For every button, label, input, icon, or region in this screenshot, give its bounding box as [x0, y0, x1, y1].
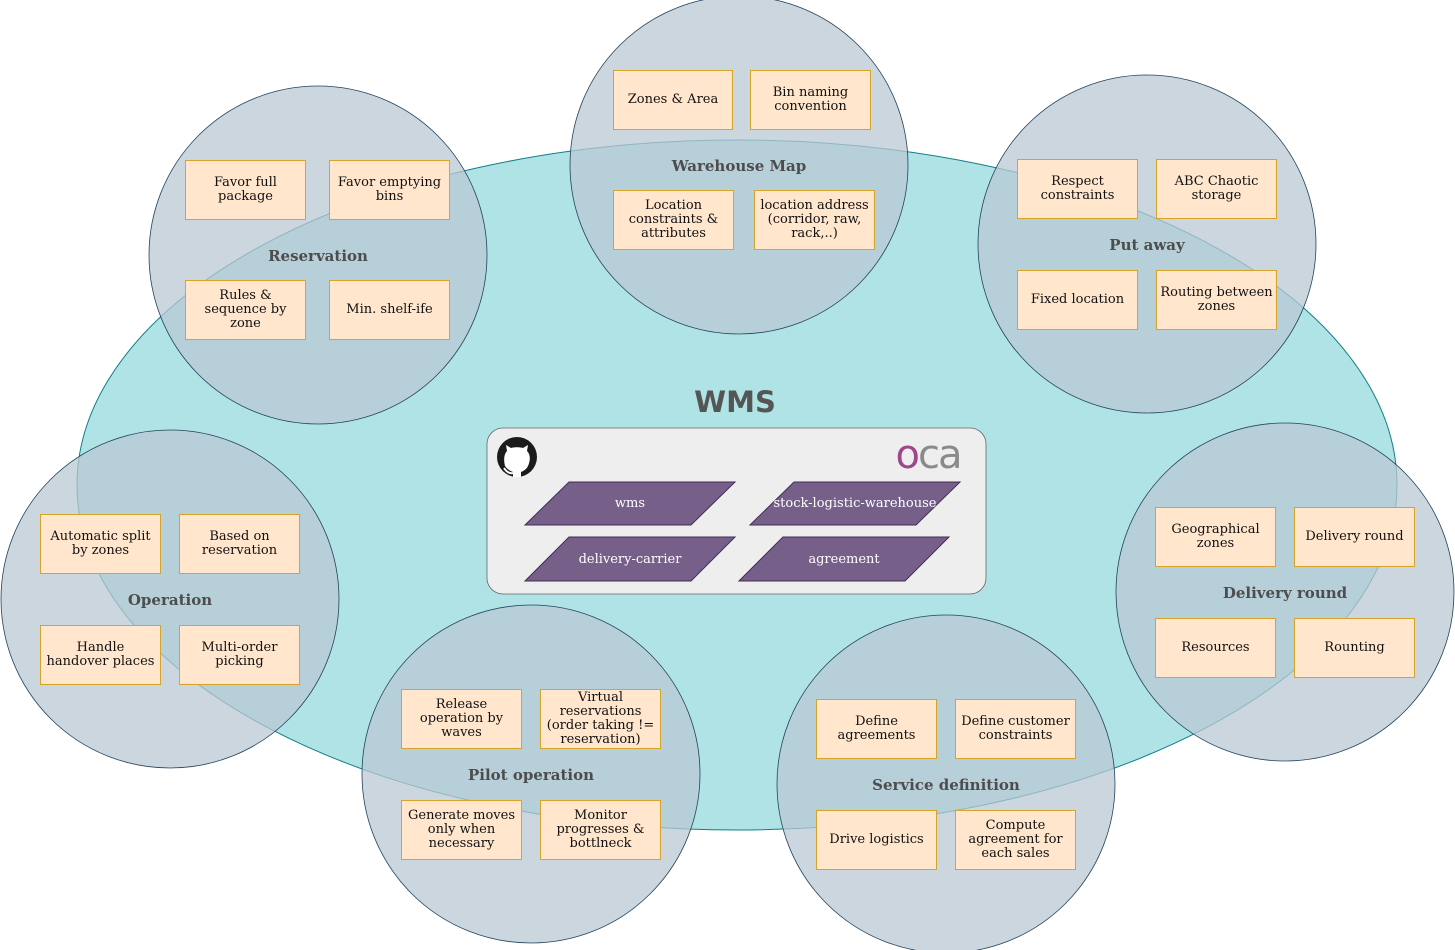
pilot-operation-title: Pilot operation [467, 766, 595, 784]
operation-note: Handle handover places [40, 625, 161, 685]
put-away-title: Put away [1109, 236, 1185, 254]
warehouse-map-note: Bin naming convention [750, 70, 871, 130]
warehouse-map-note: Location constraints & attributes [613, 190, 734, 250]
wms-title: WMS [694, 385, 776, 419]
service-definition-note: Define agreements [816, 699, 937, 759]
oca-logo: oca [880, 432, 976, 478]
pilot-operation-note: Monitor progresses & bottlneck [540, 800, 661, 860]
warehouse-map-note: location address (corridor, raw, rack,..… [754, 190, 875, 250]
operation-note: Multi-order picking [179, 625, 300, 685]
operation-note: Automatic split by zones [40, 514, 161, 574]
repo-wms[interactable]: wms [614, 496, 646, 511]
pilot-operation-note: Release operation by waves [401, 689, 522, 749]
repo-delivery-carrier[interactable]: delivery-carrier [578, 551, 682, 567]
oca-logo-text: oca [895, 432, 963, 478]
repo-agreement-shape [737, 536, 951, 582]
github-icon [497, 437, 537, 477]
reservation-note: Favor emptying bins [329, 160, 450, 220]
oca-logo-ca: ca [917, 432, 962, 478]
put-away-note: Respect constraints [1017, 159, 1138, 219]
repo-delivery-carrier-shape [523, 536, 737, 582]
pilot-operation-note: Virtual reservations (order taking != re… [540, 689, 661, 749]
operation-title: Operation [127, 591, 213, 609]
reservation-note: Rules & sequence by zone [185, 280, 306, 340]
repo-agreement[interactable]: agreement [808, 551, 880, 567]
delivery-round-note: Rounting [1294, 618, 1415, 678]
warehouse-map-title: Warehouse Map [671, 157, 807, 175]
pilot-operation-note: Generate moves only when necessary [401, 800, 522, 860]
delivery-round-note: Geographical zones [1155, 507, 1276, 567]
repo-stock-logistic-warehouse[interactable]: stock-logistic-warehouse [773, 496, 937, 511]
service-definition-title: Service definition [872, 776, 1020, 794]
reservation-title: Reservation [268, 247, 368, 265]
service-definition-note: Drive logistics [816, 810, 937, 870]
repo-wms-shape [523, 481, 737, 526]
delivery-round-note: Delivery round [1294, 507, 1415, 567]
put-away-note: ABC Chaotic storage [1156, 159, 1277, 219]
delivery-round-note: Resources [1155, 618, 1276, 678]
operation-note: Based on reservation [179, 514, 300, 574]
repo-stock-logistic-warehouse-shape [748, 481, 962, 526]
warehouse-map-note: Zones & Area [613, 70, 733, 130]
oca-logo-o: o [895, 432, 921, 478]
delivery-round-title: Delivery round [1222, 584, 1348, 602]
reservation-note: Min. shelf-ife [329, 280, 450, 340]
reservation-note: Favor full package [185, 160, 306, 220]
service-definition-note: Define customer constraints [955, 699, 1076, 759]
service-definition-note: Compute agreement for each sales [955, 810, 1076, 870]
put-away-note: Fixed location [1017, 270, 1138, 330]
put-away-note: Routing between zones [1156, 270, 1277, 330]
